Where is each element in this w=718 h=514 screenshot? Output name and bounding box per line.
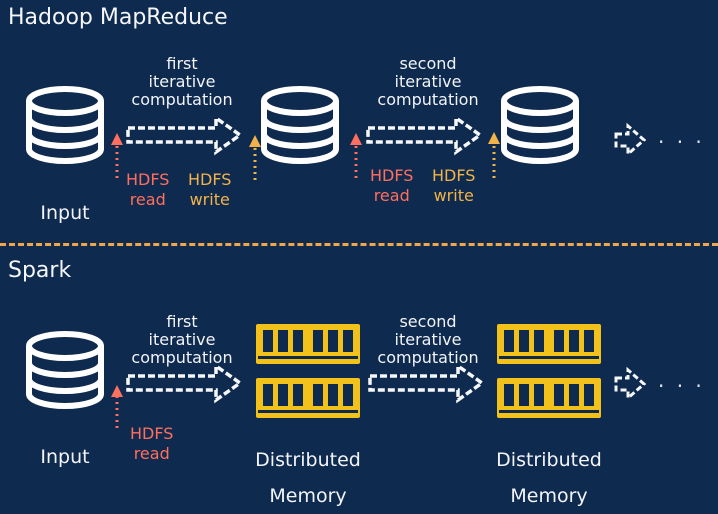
spark-second-memory-icon bbox=[497, 324, 601, 418]
hadoop-write-1-line-1: HDFS bbox=[188, 170, 232, 189]
hadoop-section-title: Hadoop MapReduce bbox=[8, 5, 228, 30]
spark-second-step-label: second iterative computation bbox=[362, 313, 494, 367]
hadoop-write-label-1: HDFS write bbox=[188, 170, 231, 210]
section-divider bbox=[0, 243, 718, 246]
hadoop-first-step-line-3: computation bbox=[131, 90, 233, 109]
hadoop-read-arrow-2-icon bbox=[350, 133, 362, 178]
spark-first-step-line-3: computation bbox=[131, 348, 233, 367]
hadoop-input-label: Input bbox=[40, 202, 90, 224]
spark-read-line-1: HDFS bbox=[130, 424, 174, 443]
hadoop-write-arrow-1-icon bbox=[249, 135, 261, 180]
spark-first-memory-label: Distributed Memory bbox=[238, 442, 378, 514]
spark-next-arrow-icon bbox=[614, 368, 646, 400]
hadoop-second-step-label: second iterative computation bbox=[362, 55, 494, 109]
hadoop-second-step-line-1: second bbox=[399, 54, 457, 73]
hadoop-read-1-line-1: HDFS bbox=[126, 170, 170, 189]
hadoop-next-arrow-icon bbox=[614, 124, 646, 156]
hadoop-write-1-line-2: write bbox=[189, 190, 230, 209]
spark-memory-1-line-1: Distributed bbox=[255, 449, 361, 471]
hadoop-read-label-2: HDFS read bbox=[370, 166, 413, 206]
hadoop-read-1-line-2: read bbox=[129, 190, 166, 209]
hadoop-first-step-label: first iterative computation bbox=[118, 55, 246, 109]
hadoop-read-label-1: HDFS read bbox=[126, 170, 169, 210]
spark-second-step-line-2: iterative bbox=[394, 330, 462, 349]
hadoop-second-arrow-icon bbox=[366, 116, 482, 154]
hadoop-first-arrow-icon bbox=[126, 116, 242, 154]
spark-section-title: Spark bbox=[8, 258, 72, 283]
hadoop-read-2-line-2: read bbox=[373, 186, 410, 205]
hadoop-write-2-line-2: write bbox=[433, 186, 474, 205]
spark-first-step-line-2: iterative bbox=[148, 330, 216, 349]
hadoop-write-label-2: HDFS write bbox=[432, 166, 475, 206]
spark-read-label: HDFS read bbox=[130, 424, 173, 464]
spark-second-step-line-3: computation bbox=[377, 348, 479, 367]
hadoop-third-database-icon bbox=[504, 89, 576, 161]
hadoop-read-2-line-1: HDFS bbox=[370, 166, 414, 185]
spark-ellipsis: · · · bbox=[658, 374, 705, 398]
hadoop-input-database-icon bbox=[29, 89, 101, 161]
hadoop-ellipsis: · · · bbox=[658, 130, 705, 154]
spark-memory-2-line-1: Distributed bbox=[496, 449, 602, 471]
spark-first-memory-icon bbox=[256, 324, 360, 418]
hadoop-first-step-line-1: first bbox=[166, 54, 198, 73]
spark-input-database-icon bbox=[29, 334, 101, 406]
spark-read-arrow-icon bbox=[111, 385, 123, 428]
spark-second-memory-label: Distributed Memory bbox=[479, 442, 619, 514]
hadoop-second-step-line-2: iterative bbox=[394, 72, 462, 91]
spark-memory-2-line-2: Memory bbox=[510, 485, 588, 507]
spark-input-label: Input bbox=[40, 446, 90, 468]
spark-second-step-line-1: second bbox=[399, 312, 457, 331]
hadoop-write-arrow-2-icon bbox=[488, 132, 500, 178]
hadoop-second-step-line-3: computation bbox=[377, 90, 479, 109]
spark-first-step-line-1: first bbox=[166, 312, 198, 331]
hadoop-first-step-line-2: iterative bbox=[148, 72, 216, 91]
spark-second-arrow-icon bbox=[368, 364, 484, 402]
hadoop-read-arrow-1-icon bbox=[111, 133, 123, 178]
spark-memory-1-line-2: Memory bbox=[269, 485, 347, 507]
hadoop-second-database-icon bbox=[264, 89, 336, 161]
spark-read-line-2: read bbox=[133, 444, 170, 463]
hadoop-write-2-line-1: HDFS bbox=[432, 166, 476, 185]
spark-first-step-label: first iterative computation bbox=[118, 313, 246, 367]
spark-first-arrow-icon bbox=[126, 364, 242, 402]
